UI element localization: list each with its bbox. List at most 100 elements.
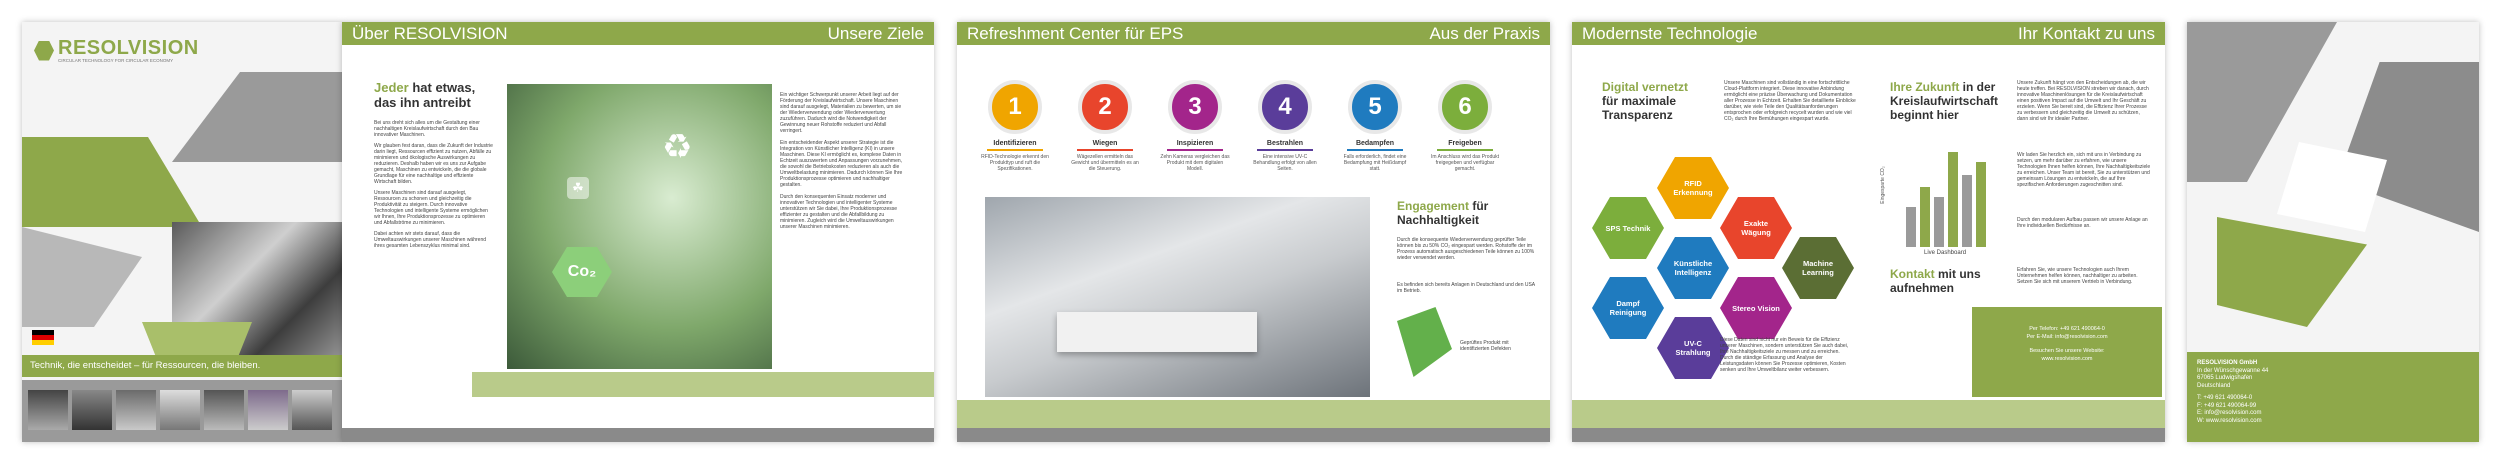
hexagon-label: Exakte Wägung bbox=[1741, 219, 1771, 237]
engagement-text2: Es befinden sich bereits Anlagen in Deut… bbox=[1397, 282, 1535, 294]
cover-thumbnails bbox=[22, 380, 342, 442]
future-text: Unsere Zukunft hängt von den Entscheidun… bbox=[2017, 80, 2149, 122]
brand-name: RESOLVISION bbox=[58, 37, 199, 59]
address-line: In der Wünschgewanne 44 bbox=[2197, 367, 2269, 374]
header-bar: Modernste Technologie Ihr Kontakt zu uns bbox=[1572, 22, 2165, 45]
right-title: Unsere Ziele bbox=[827, 24, 924, 43]
contact-line[interactable]: E: info@resolvision.com bbox=[2197, 410, 2262, 416]
future-rest1: in der bbox=[1962, 80, 1996, 94]
leaf-icon: ☘ bbox=[567, 177, 589, 199]
back-contact-block: RESOLVISION GmbH In der Wünschgewanne 44… bbox=[2187, 352, 2479, 442]
flag-de-icon bbox=[32, 330, 54, 345]
contact-heading: Kontakt mit uns aufnehmen bbox=[1890, 267, 2025, 295]
technology-hexagon: Stereo Vision bbox=[1720, 277, 1792, 339]
hexagon-label: Dampf Reinigung bbox=[1609, 299, 1647, 317]
digital-rest1: für maximale bbox=[1602, 94, 1677, 108]
bottom-band bbox=[957, 400, 1550, 428]
cover-slogan-band: Technik, die entscheidet – für Ressource… bbox=[22, 355, 342, 377]
thumb bbox=[204, 390, 244, 430]
heading-rest: hat etwas, bbox=[412, 80, 476, 95]
logo-icon bbox=[34, 40, 54, 61]
digital-accent: Digital vernetzt bbox=[1602, 80, 1689, 94]
step-label: Bedampfen bbox=[1347, 140, 1403, 151]
left-title: Refreshment Center für EPS bbox=[967, 24, 1184, 43]
paragraph: Durch den konsequenten Einsatz moderner … bbox=[780, 194, 898, 230]
technology-hexagon: Exakte Wägung bbox=[1720, 197, 1792, 259]
contact-rest2: aufnehmen bbox=[1890, 281, 1955, 295]
technology-hexagon: RFID Erkennung bbox=[1657, 157, 1729, 219]
contact-website[interactable]: www.resolvision.com bbox=[2041, 356, 2093, 362]
address-line: Deutschland bbox=[2197, 382, 2231, 389]
cover-slogan: Technik, die entscheidet – für Ressource… bbox=[30, 360, 261, 371]
spread-technology: Modernste Technologie Ihr Kontakt zu uns… bbox=[1572, 22, 2165, 442]
paragraph: Bei uns dreht sich alles um die Gestaltu… bbox=[374, 120, 480, 138]
paragraph: Unsere Maschinen sind darauf ausgelegt, … bbox=[374, 190, 488, 226]
digital-text2: Diese Daten sind nicht nur ein Beweis fü… bbox=[1720, 337, 1849, 373]
footer-bar bbox=[1572, 428, 2165, 442]
hexagon-label: Machine Learning bbox=[1802, 259, 1834, 277]
heading-line2: das ihn antreibt bbox=[374, 95, 471, 110]
future-text3: Durch den modularen Aufbau passen wir un… bbox=[2017, 217, 2148, 229]
spread-about: Über RESOLVISION Unsere Ziele Jeder hat … bbox=[342, 22, 934, 442]
step-number: 1 bbox=[988, 80, 1042, 134]
contact-text: Erfahren Sie, wie unsere Technologien au… bbox=[2017, 267, 2138, 285]
logo: RESOLVISION CIRCULAR TECHNOLOGY FOR CIRC… bbox=[34, 38, 199, 63]
engagement-heading: Engagement für Nachhaltigkeit bbox=[1397, 199, 1537, 227]
future-rest2: Kreislaufwirtschaft bbox=[1890, 94, 1999, 108]
chart-bar bbox=[1934, 197, 1944, 247]
step-desc: Wägezellen ermitteln das Gewicht und übe… bbox=[1071, 154, 1139, 172]
step-desc: Falls erforderlich, findet eine Bedampfu… bbox=[1343, 154, 1407, 172]
hero-image bbox=[507, 84, 807, 369]
product-caption: Geprüftes Produkt mit identifizierten De… bbox=[1460, 340, 1511, 352]
technology-hexagon: Künstliche Intelligenz bbox=[1657, 237, 1729, 299]
step-desc: RFID-Technologie erkennt den Produkttyp … bbox=[981, 154, 1049, 172]
step-number: 6 bbox=[1438, 80, 1492, 134]
spread-refreshment: Refreshment Center für EPS Aus der Praxi… bbox=[957, 22, 1550, 442]
dashboard-label: Live Dashboard bbox=[1924, 250, 1967, 256]
technology-hexagon: Machine Learning bbox=[1782, 237, 1854, 299]
brand-tagline: CIRCULAR TECHNOLOGY FOR CIRCULAR ECONOMY bbox=[58, 58, 174, 63]
contact-email[interactable]: Per E-Mail: info@resolvision.com bbox=[2026, 334, 2108, 340]
step-number: 4 bbox=[1258, 80, 1312, 134]
hexagon-label: UV-C Strahlung bbox=[1675, 339, 1711, 357]
address-line: 67065 Ludwigshafen bbox=[2197, 375, 2253, 381]
back-cover: RESOLVISION GmbH In der Wünschgewanne 44… bbox=[2187, 22, 2479, 442]
digital-rest2: Transparenz bbox=[1602, 108, 1673, 122]
contact-accent: Kontakt bbox=[1890, 267, 1935, 281]
digital-heading: Digital vernetzt für maximale Transparen… bbox=[1602, 80, 1688, 122]
right-text-box: Ein wichtiger Schwerpunkt unserer Arbeit… bbox=[772, 84, 912, 369]
technology-hexagon: SPS Technik bbox=[1592, 197, 1664, 259]
bottom-band bbox=[472, 372, 934, 397]
step-number: 2 bbox=[1078, 80, 1132, 134]
contact-line[interactable]: W: www.resolvision.com bbox=[2197, 417, 2262, 424]
contact-phone[interactable]: Per Telefon: +49 621 490064-0 bbox=[2029, 326, 2105, 332]
thumb bbox=[28, 390, 68, 430]
heading-accent: Jeder bbox=[374, 80, 409, 95]
header-bar: Refreshment Center für EPS Aus der Praxi… bbox=[957, 22, 1550, 45]
engagement-accent: Engagement bbox=[1397, 199, 1470, 213]
step-desc: Im Anschluss wird das Produkt freigegebe… bbox=[1430, 154, 1500, 172]
technology-hexagon: UV-C Strahlung bbox=[1657, 317, 1729, 379]
header-bar: Über RESOLVISION Unsere Ziele bbox=[342, 22, 934, 45]
left-title: Über RESOLVISION bbox=[352, 24, 508, 43]
step-desc: Eine intensive UV-C Behandlung erfolgt v… bbox=[1253, 154, 1317, 172]
contact-line[interactable]: T: +49 621 490064-0 bbox=[2197, 395, 2253, 401]
footer-bar bbox=[957, 428, 1550, 442]
engagement-rest: für Nachhaltigkeit bbox=[1397, 199, 1489, 227]
chart-bar bbox=[1920, 187, 1930, 247]
step-label: Wiegen bbox=[1077, 140, 1133, 151]
process-image bbox=[985, 197, 1370, 397]
process-image-part bbox=[1057, 312, 1257, 352]
chart-bar bbox=[1976, 162, 1986, 247]
chart-bar bbox=[1948, 152, 1958, 247]
chart-bar bbox=[1962, 175, 1972, 247]
hexagon-label: Stereo Vision bbox=[1732, 303, 1780, 313]
step-label: Identifizieren bbox=[987, 140, 1043, 151]
company-name: RESOLVISION GmbH bbox=[2197, 360, 2258, 366]
dashboard-chart: Eingesparte CO₂ bbox=[1880, 137, 1994, 247]
engagement-text: Durch die konsequente Wiederverwendung g… bbox=[1397, 237, 1535, 261]
